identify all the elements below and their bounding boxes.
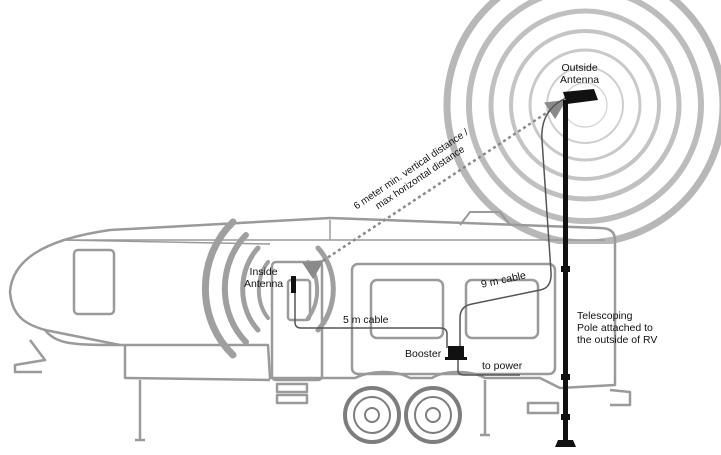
to-power-label: to power — [482, 360, 523, 372]
cable-5m-label: 5 m cable — [343, 314, 389, 326]
booster-label: Booster — [405, 348, 442, 360]
pole-label: Telescoping Pole attached to the outside… — [577, 310, 658, 346]
outside-antenna-label: Outside Antenna — [560, 62, 600, 86]
inside-signal-waves — [201, 218, 336, 359]
inside-antenna-label: Inside Antenna — [244, 266, 284, 290]
distance-dotted-line — [302, 99, 567, 280]
telescoping-pole — [555, 100, 576, 447]
outside-antenna — [563, 89, 598, 110]
outside-signal-waves — [443, 0, 721, 247]
cables — [294, 97, 567, 376]
inside-antenna — [291, 276, 296, 293]
rv-wheels — [343, 386, 462, 444]
wave-mask — [0, 244, 721, 455]
booster-unit — [445, 346, 467, 360]
rv-trailer — [8, 211, 632, 442]
